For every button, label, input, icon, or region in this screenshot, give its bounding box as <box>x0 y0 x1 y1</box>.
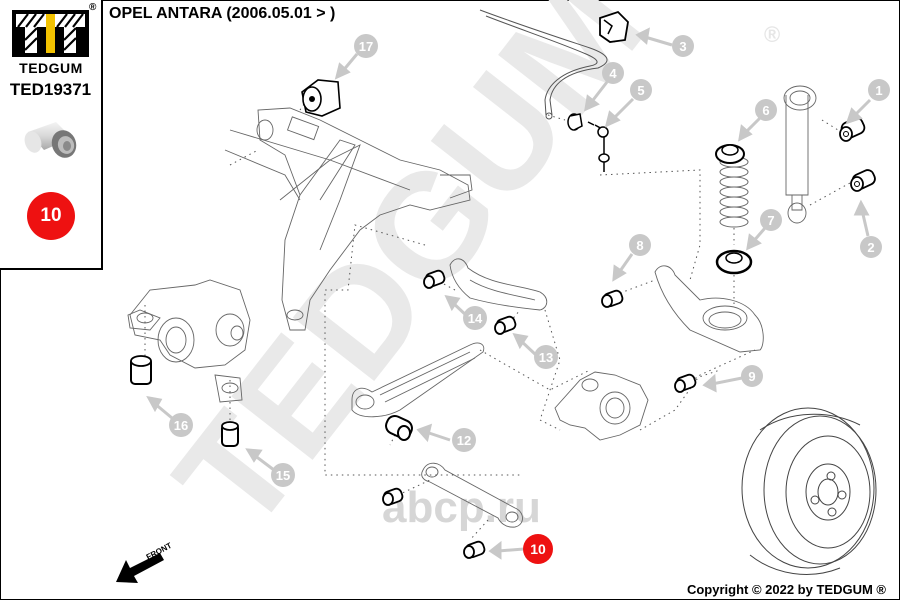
svg-text:13: 13 <box>539 350 553 365</box>
wheel <box>741 407 877 575</box>
stabilizer-link-5 <box>587 121 610 172</box>
bushing-3 <box>599 10 629 43</box>
callout-15[interactable]: 15 <box>271 463 295 487</box>
rear-subframe <box>224 107 473 331</box>
svg-text:1: 1 <box>875 83 882 98</box>
part-number: TED19371 <box>9 80 92 99</box>
svg-text:16: 16 <box>174 418 188 433</box>
callout-7[interactable]: 7 <box>760 209 782 231</box>
spring-seat-6 <box>715 144 745 164</box>
svg-text:14: 14 <box>468 311 483 326</box>
callout-2[interactable]: 2 <box>860 236 882 258</box>
svg-text:15: 15 <box>276 468 290 483</box>
bushing-thumbnail <box>24 122 77 158</box>
svg-text:12: 12 <box>457 433 471 448</box>
stabilizer-bar <box>479 9 608 116</box>
callout-8[interactable]: 8 <box>629 234 651 256</box>
trailing-arm <box>351 342 485 418</box>
svg-text:8: 8 <box>636 238 643 253</box>
svg-text:10: 10 <box>530 541 546 557</box>
svg-text:9: 9 <box>748 369 755 384</box>
svg-text:7: 7 <box>767 213 774 228</box>
lower-link <box>421 462 523 528</box>
front-direction-arrow: FRONT <box>116 541 173 583</box>
bushing-11 <box>382 487 404 506</box>
callout-3[interactable]: 3 <box>672 35 694 57</box>
bushing-13 <box>494 315 517 335</box>
highlighted-position-badge: 10 <box>27 192 75 240</box>
copyright-notice: Copyright © 2022 by TEDGUM ® <box>686 582 886 597</box>
bushing-16 <box>130 355 152 385</box>
bushing-9 <box>674 373 697 393</box>
brand-name: TEDGUM <box>19 60 83 76</box>
callout-6[interactable]: 6 <box>755 99 777 121</box>
upper-control-arm <box>449 258 548 311</box>
abcp-watermark: abcp.ru <box>382 483 541 532</box>
svg-text:3: 3 <box>679 39 686 54</box>
spring-seat-7 <box>715 249 753 275</box>
callout-10-highlighted[interactable]: 10 <box>523 534 553 564</box>
callout-4[interactable]: 4 <box>602 62 624 84</box>
bushing-4 <box>567 113 583 131</box>
bushing-2 <box>850 169 876 192</box>
bushing-10 <box>463 540 486 559</box>
wheel-knuckle <box>554 371 649 441</box>
shock-absorber <box>783 85 817 224</box>
svg-text:17: 17 <box>359 39 373 54</box>
lower-spring-arm <box>654 265 764 353</box>
bushing-14 <box>423 269 446 289</box>
svg-text:4: 4 <box>609 66 617 81</box>
tedgum-watermark: TEDGUM <box>143 0 676 560</box>
part-info-panel: ® TEDGUM TED19371 10 <box>0 0 103 270</box>
callout-13[interactable]: 13 <box>534 345 558 369</box>
differential <box>127 279 251 403</box>
callout-9[interactable]: 9 <box>741 365 763 387</box>
bushing-12 <box>385 414 413 441</box>
callout-1[interactable]: 1 <box>868 79 890 101</box>
callout-16[interactable]: 16 <box>169 413 193 437</box>
svg-text:5: 5 <box>637 83 644 98</box>
callout-12[interactable]: 12 <box>452 428 476 452</box>
coil-spring <box>719 156 749 228</box>
svg-text:6: 6 <box>762 103 769 118</box>
callout-5[interactable]: 5 <box>630 79 652 101</box>
callout-arrows <box>146 27 872 560</box>
callout-14[interactable]: 14 <box>463 306 487 330</box>
bushing-17 <box>301 79 341 117</box>
svg-text:2: 2 <box>867 240 874 255</box>
tedgum-logo <box>12 10 89 57</box>
watermark-reg-mark: ® <box>764 22 780 47</box>
watermark-text: TEDGUM <box>143 0 676 560</box>
callout-17[interactable]: 17 <box>354 34 378 58</box>
bushing-15 <box>221 421 239 447</box>
registered-mark: ® <box>89 2 97 13</box>
bushing-8 <box>601 289 624 308</box>
vehicle-title: OPEL ANTARA (2006.05.01 > ) <box>109 5 336 22</box>
